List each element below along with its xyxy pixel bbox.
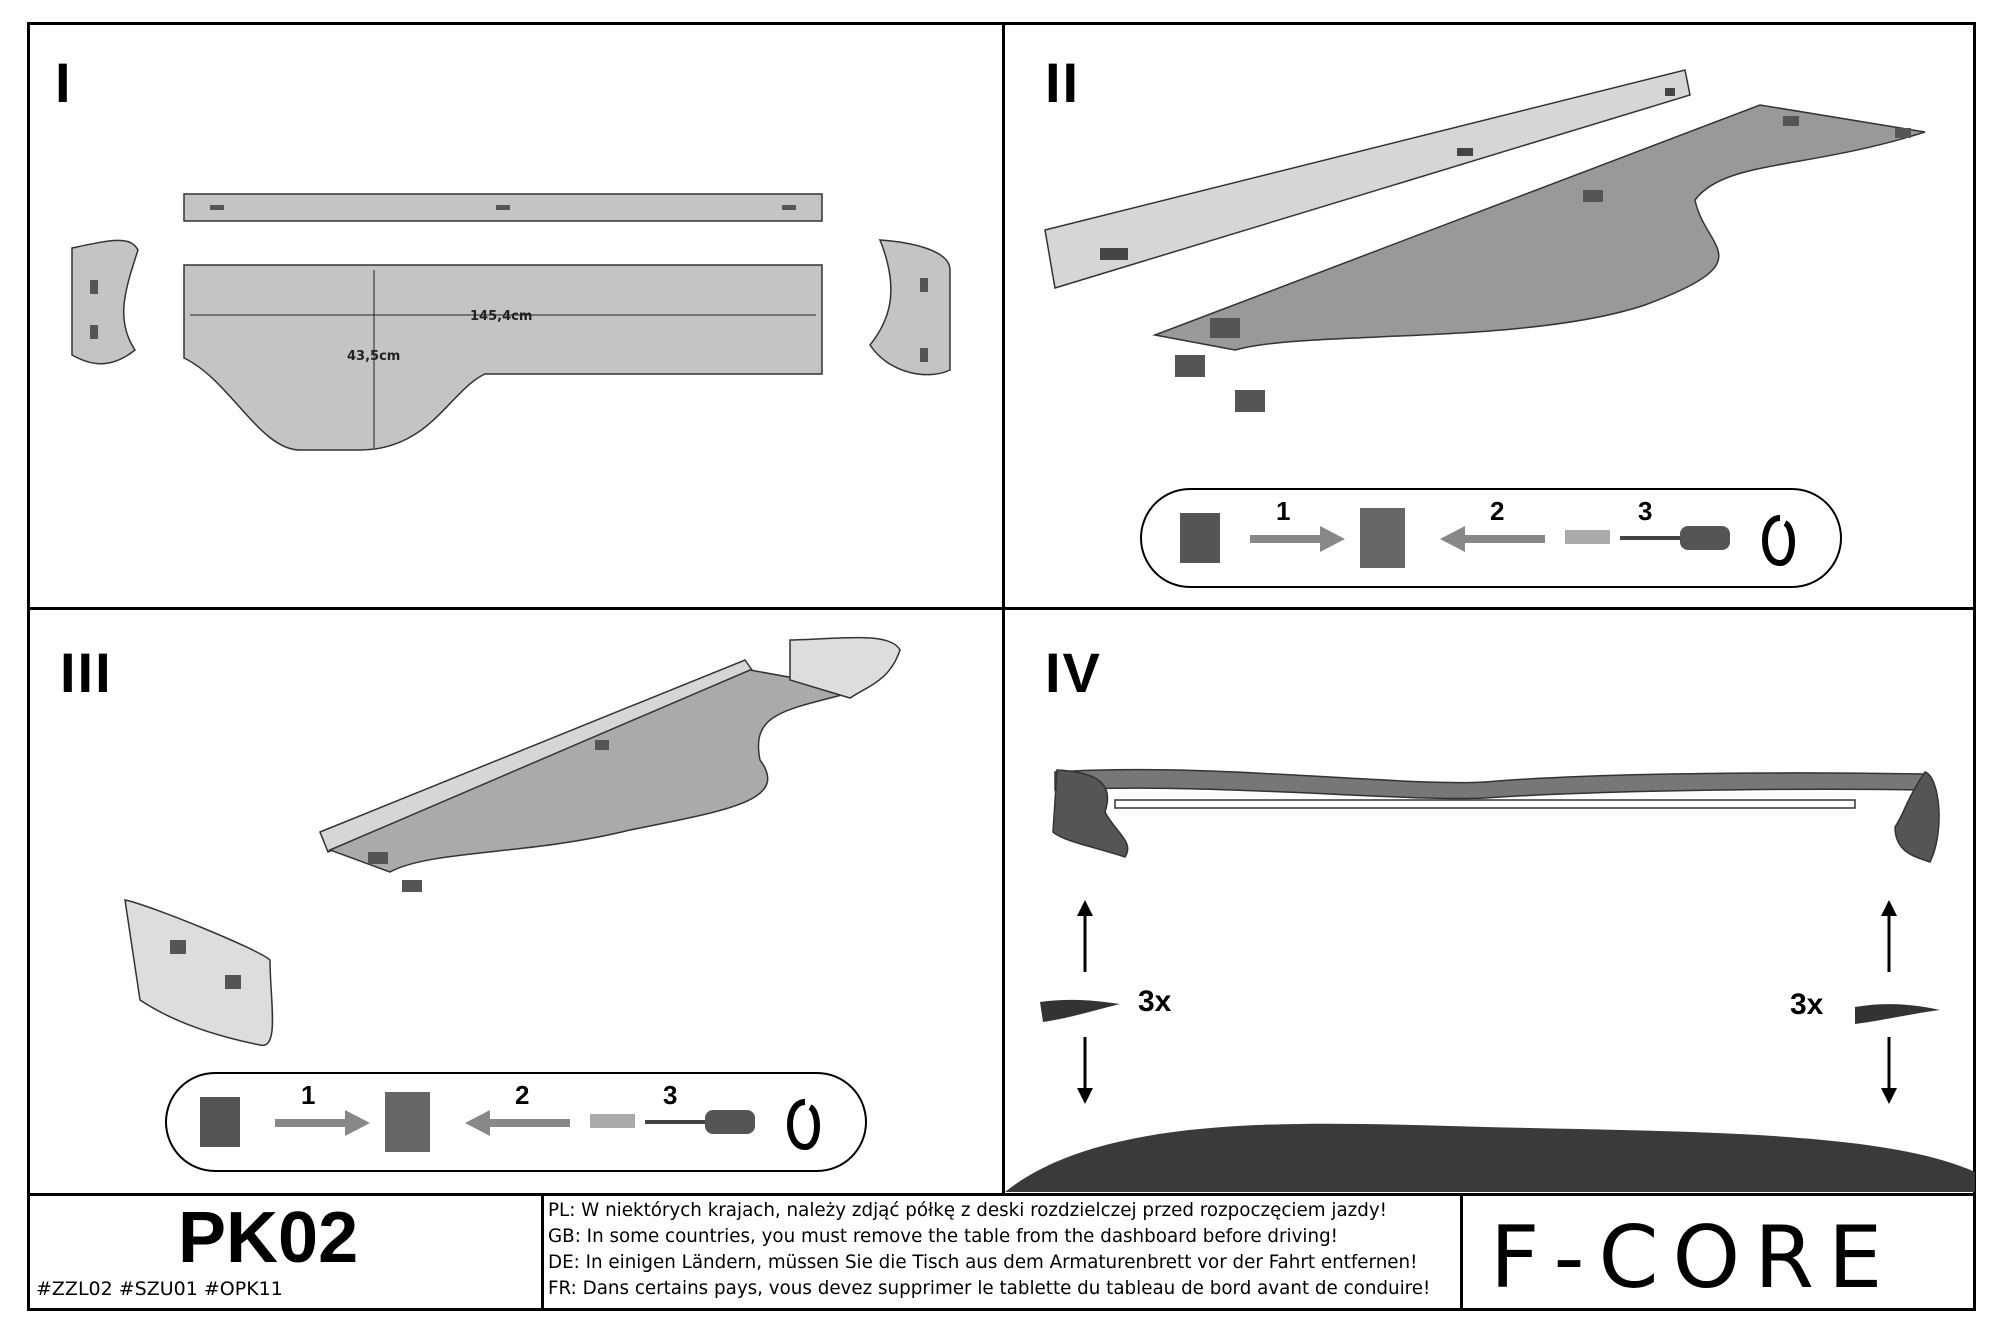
rotation-count-right: 3x	[1790, 988, 1824, 1021]
warning-fr: FR: Dans certains pays, vous devez suppr…	[548, 1278, 1431, 1299]
panel-4-drawing	[1005, 768, 1975, 1192]
panel-3-step-1: 1	[301, 1080, 316, 1110]
depth-dimension: 43,5cm	[347, 349, 400, 364]
warning-pl: PL: W niektórych krajach, należy zdjąć p…	[548, 1200, 1387, 1221]
warning-gb: GB: In some countries, you must remove t…	[548, 1226, 1339, 1247]
warning-de: DE: In einigen Ländern, müssen Sie die T…	[548, 1252, 1418, 1273]
page-frame	[27, 22, 1976, 1311]
divider-footer-1	[541, 1193, 544, 1311]
panel-3-step-2: 2	[515, 1080, 530, 1110]
step-numeral-3: III	[60, 641, 113, 704]
step-numeral-2: II	[1045, 51, 1081, 114]
divider-horizontal-footer	[27, 1193, 1976, 1196]
divider-horizontal-middle	[27, 607, 1976, 610]
step-numeral-1: I	[55, 51, 73, 114]
width-dimension: 145,4cm	[470, 309, 532, 324]
panel-2-step-2: 2	[1490, 496, 1505, 526]
panel-1-drawing: 145,4cm 43,5cm	[71, 193, 951, 451]
panel-3-instruction	[165, 1072, 867, 1172]
step-numeral-4: IV	[1045, 641, 1102, 704]
brand-logo: F-CORE	[1490, 1208, 1897, 1308]
panel-3-drawing	[124, 636, 901, 1046]
panel-2-step-3: 3	[1638, 496, 1653, 526]
divider-footer-2	[1460, 1193, 1463, 1311]
panel-2-step-1: 1	[1276, 496, 1291, 526]
product-tags: #ZZL02 #SZU01 #OPK11	[36, 1278, 283, 1300]
panel-2-instruction	[1140, 488, 1842, 588]
product-code: PK02	[178, 1198, 359, 1278]
panel-3-step-3: 3	[663, 1080, 678, 1110]
rotation-count-left: 3x	[1138, 985, 1172, 1018]
panel-2-drawing	[1044, 69, 1926, 412]
